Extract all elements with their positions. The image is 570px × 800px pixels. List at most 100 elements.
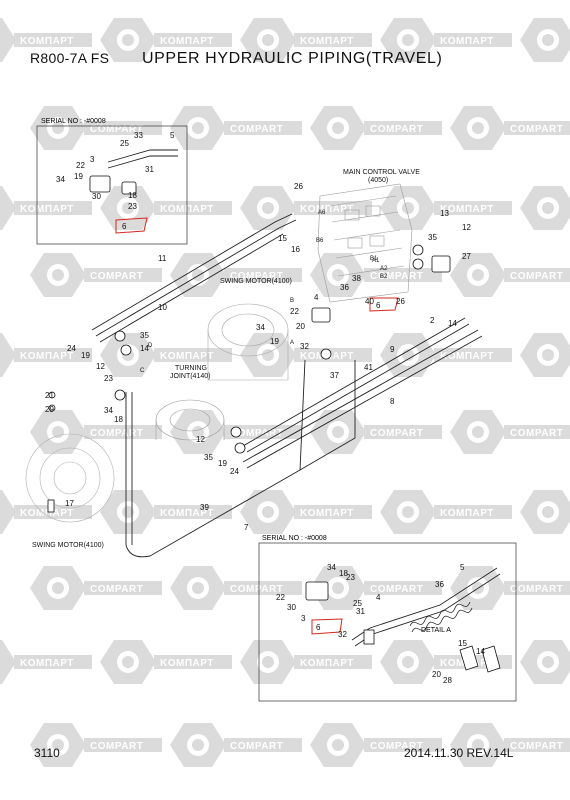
watermark-text: KOMПАРТ (160, 658, 214, 669)
part-label: 19 (270, 337, 279, 346)
part-label: 26 (294, 182, 303, 191)
part-label: 18 (339, 569, 348, 578)
part-label: 36 (340, 283, 349, 292)
watermark-logo: KOMПАРТ (0, 186, 92, 230)
watermark-logo: COMPART (310, 410, 442, 454)
part-label: 38 (352, 274, 361, 283)
part-label: 23 (104, 374, 113, 383)
watermark-text: COMPART (370, 741, 423, 752)
watermark-logo: COMPART (170, 410, 302, 454)
part-label: 37 (330, 371, 339, 380)
watermark-logo: KOMПАРТ (520, 186, 570, 230)
page-number: 3110 (34, 746, 60, 760)
part-label: 41 (364, 363, 373, 372)
part-label: 22 (76, 161, 85, 170)
watermark-logo: KOMПАРТ (0, 640, 92, 684)
part-label: 14 (476, 647, 485, 656)
watermark-logo: KOMПАРТ (240, 640, 372, 684)
part-label: 20 (296, 322, 305, 331)
watermark-logo: KOMПАРТ (240, 18, 372, 62)
part-label: 25 (353, 599, 362, 608)
watermark-text: COMPART (510, 271, 563, 282)
watermark-logo: KOMПАРТ (520, 333, 570, 377)
part-label: 35 (428, 233, 437, 242)
revision-date: 2014.11.30 REV.14L (404, 746, 514, 760)
part-label: 20 (432, 670, 441, 679)
watermark-logo: KOMПАРТ (520, 640, 570, 684)
part-label: 2 (430, 316, 435, 325)
port-letter: B (290, 298, 294, 304)
part-label: 11 (158, 254, 167, 263)
port-letter: A (290, 340, 294, 346)
part-label: 12 (196, 435, 205, 444)
part-label: 16 (291, 245, 300, 254)
part-label: 34 (56, 175, 65, 184)
part-label: 9 (390, 345, 395, 354)
part-label: 22 (290, 307, 299, 316)
watermark-text: COMPART (230, 741, 283, 752)
watermark-text: COMPART (510, 428, 563, 439)
page-title: UPPER HYDRAULIC PIPING(TRAVEL) (142, 50, 443, 67)
part-label: 5 (170, 131, 175, 140)
port-letter: D (148, 343, 153, 349)
part-label: 3 (90, 155, 95, 164)
part-label: 17 (65, 499, 74, 508)
port-letter: A1 (372, 258, 380, 264)
part-label: 13 (440, 209, 449, 218)
watermark-text: COMPART (370, 584, 423, 595)
part-label: 31 (145, 165, 154, 174)
part-label: 19 (81, 351, 90, 360)
part-label: 31 (356, 607, 365, 616)
watermark-text: KOMПАРТ (20, 36, 74, 47)
main-control-valve-code: (4050) (368, 177, 388, 184)
part-label: 32 (300, 342, 309, 351)
swing-motor-low-caption: SWING MOTOR(4100) (32, 542, 104, 549)
part-label: 35 (140, 331, 149, 340)
part-label: 15 (278, 234, 287, 243)
port-letter: C (140, 368, 145, 374)
part-label: 18 (128, 191, 137, 200)
part-label: 39 (200, 503, 209, 512)
part-label: 23 (346, 573, 355, 582)
watermark-logo: KOMПАРТ (520, 18, 570, 62)
highlight-top-inset (115, 217, 148, 234)
part-label: 35 (204, 453, 213, 462)
watermark-logo: KOMПАРТ (380, 333, 512, 377)
turning-joint-caption: TURNING (175, 365, 207, 372)
spring-guard (409, 601, 473, 633)
watermark-text: KOMПАРТ (160, 351, 214, 362)
watermark-text: KOMПАРТ (160, 508, 214, 519)
part-label: 19 (218, 459, 227, 468)
watermark-text: COMPART (90, 271, 143, 282)
main-control-valve-caption: MAIN CONTROL VALVE (343, 169, 420, 176)
part-label: 28 (443, 676, 452, 685)
watermark-logo: COMPART (310, 106, 442, 150)
watermark-logo: KOMПАРТ (380, 18, 512, 62)
swing-motor-mid-caption: SWING MOTOR(4100) (220, 278, 292, 285)
watermark-text: COMPART (230, 428, 283, 439)
watermark-text: KOMПАРТ (20, 351, 74, 362)
watermark-logo: COMPART (30, 566, 162, 610)
watermark-text: COMPART (370, 124, 423, 135)
watermark-logo: KOMПАРТ (240, 490, 372, 534)
watermark-logo: COMPART (310, 723, 442, 767)
swing-motor-low (25, 433, 115, 523)
top-inset-frame (36, 125, 188, 245)
watermark-logo: KOMПАРТ (520, 490, 570, 534)
watermark-text: COMPART (90, 428, 143, 439)
part-label: 3 (301, 614, 306, 623)
watermark-logo: COMPART (30, 253, 162, 297)
part-label: 6 (316, 623, 321, 632)
part-label: 24 (67, 344, 76, 353)
model-code: R800-7A FS (30, 50, 110, 66)
watermark-logo: KOMПАРТ (0, 18, 92, 62)
part-label: 6 (376, 301, 381, 310)
watermark-text: KOMПАРТ (440, 36, 494, 47)
watermark-text: KOMПАРТ (300, 508, 354, 519)
watermark-text: COMPART (510, 584, 563, 595)
part-label: 14 (448, 319, 457, 328)
watermark-text: KOMПАРТ (440, 204, 494, 215)
part-label: 34 (104, 406, 113, 415)
part-label: 26 (396, 297, 405, 306)
